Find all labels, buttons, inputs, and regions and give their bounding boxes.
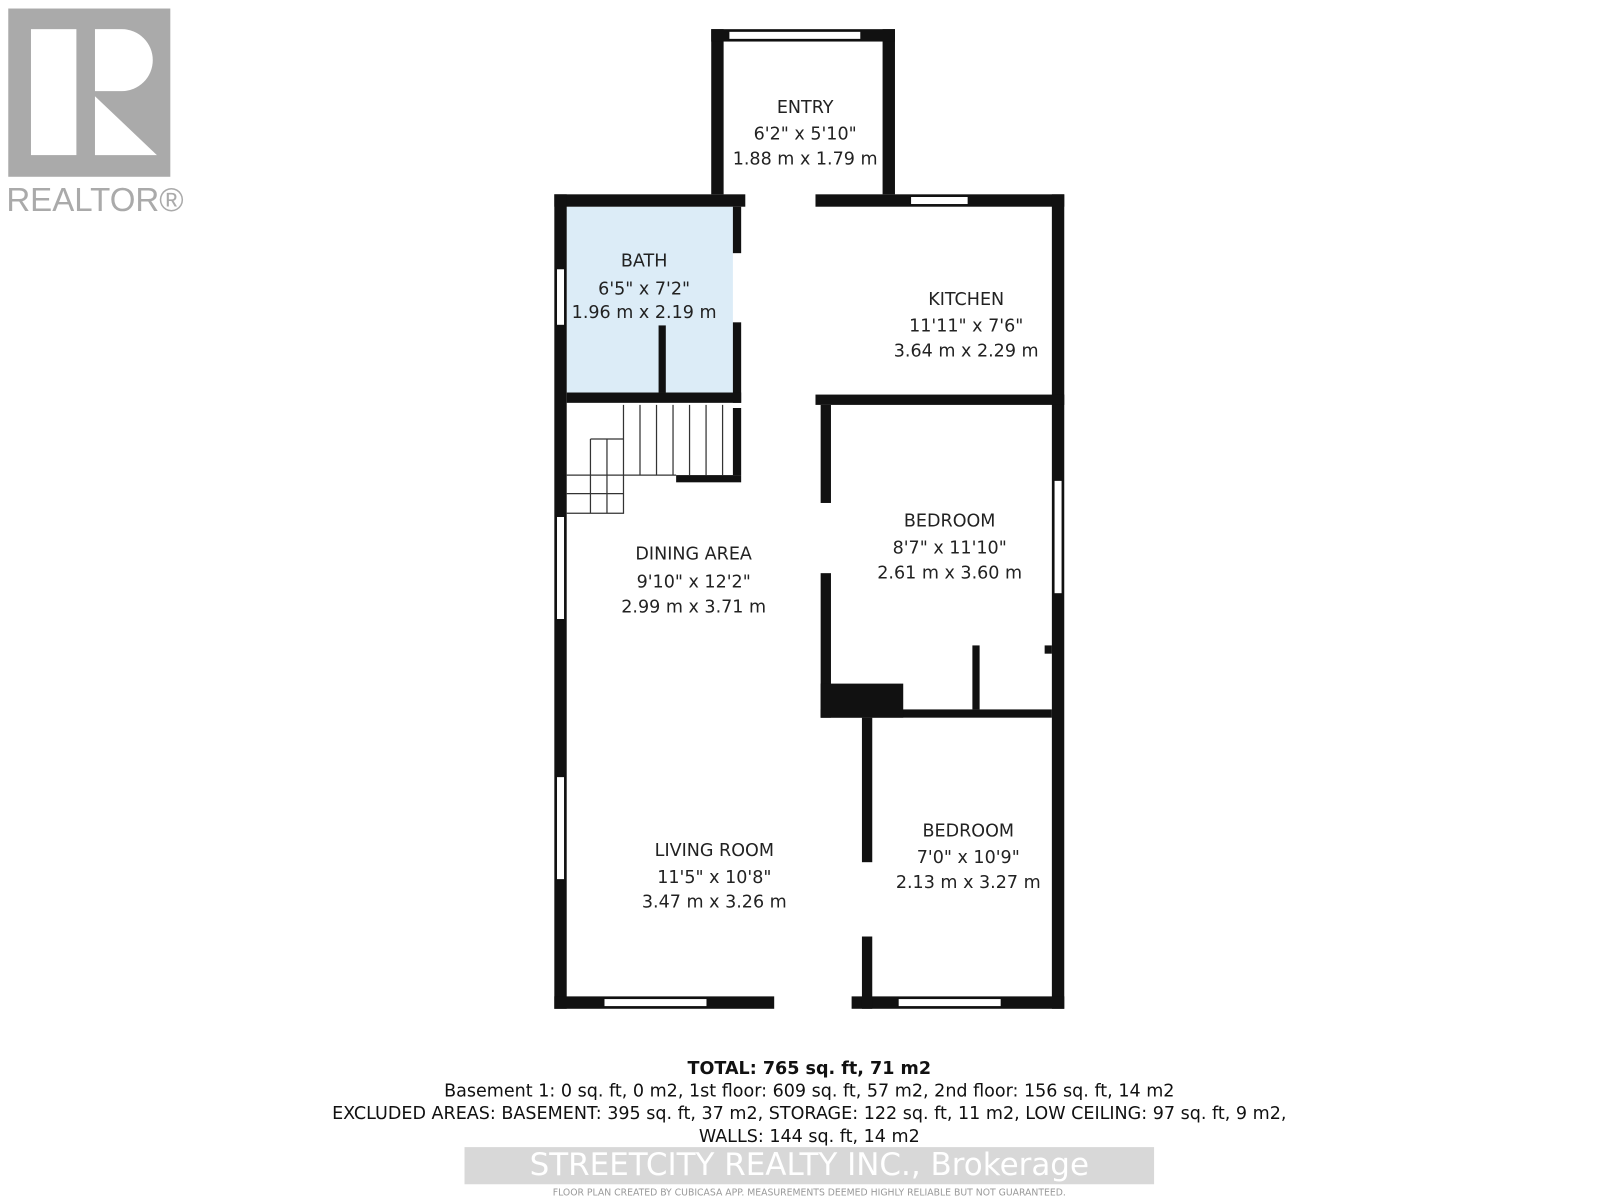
- room-metric: 2.13 m x 3.27 m: [896, 873, 1041, 893]
- stairs: [566, 404, 724, 514]
- room-imperial: 8'7" x 11'10": [893, 539, 1007, 559]
- room-bedroom-2: BEDROOM 7'0" x 10'9" 2.13 m x 3.27 m: [896, 821, 1041, 893]
- brokerage-watermark: STREETCITY REALTY INC., Brokerage: [530, 1147, 1089, 1183]
- room-name: KITCHEN: [928, 290, 1004, 310]
- room-metric: 1.96 m x 2.19 m: [572, 303, 717, 323]
- room-bath: BATH 6'5" x 7'2" 1.96 m x 2.19 m: [572, 252, 717, 324]
- room-metric: 2.61 m x 3.60 m: [877, 563, 1022, 583]
- total-area: TOTAL: 765 sq. ft, 71 m2: [688, 1059, 932, 1079]
- room-imperial: 9'10" x 12'2": [637, 573, 751, 593]
- room-imperial: 11'11" x 7'6": [909, 317, 1023, 337]
- room-name: ENTRY: [777, 98, 834, 118]
- watermark-bg: [464, 1147, 1155, 1185]
- excluded-areas: EXCLUDED AREAS: BASEMENT: 395 sq. ft, 37…: [332, 1104, 1286, 1124]
- realtor-logo-text: REALTOR®: [6, 181, 183, 218]
- walls: [554, 29, 1065, 1009]
- walls-area: WALLS: 144 sq. ft, 14 m2: [699, 1127, 920, 1147]
- bath-fill: [566, 206, 733, 393]
- floor-areas: Basement 1: 0 sq. ft, 0 m2, 1st floor: 6…: [444, 1082, 1174, 1102]
- room-imperial: 6'2" x 5'10": [754, 125, 857, 145]
- room-name: BEDROOM: [923, 821, 1015, 841]
- realtor-logo: REALTOR®: [6, 8, 184, 218]
- room-living-room: LIVING ROOM 11'5" x 10'8" 3.47 m x 3.26 …: [642, 841, 787, 913]
- room-name: BATH: [621, 252, 668, 272]
- room-imperial: 7'0" x 10'9": [917, 848, 1020, 868]
- room-bedroom-1: BEDROOM 8'7" x 11'10" 2.61 m x 3.60 m: [877, 512, 1022, 584]
- room-metric: 3.64 m x 2.29 m: [894, 341, 1039, 361]
- room-name: LIVING ROOM: [655, 841, 774, 861]
- room-metric: 3.47 m x 3.26 m: [642, 893, 787, 913]
- disclaimer: FLOOR PLAN CREATED BY CUBICASA APP. MEAS…: [553, 1188, 1066, 1199]
- room-imperial: 6'5" x 7'2": [598, 279, 690, 299]
- room-metric: 1.88 m x 1.79 m: [733, 149, 878, 169]
- room-entry: ENTRY 6'2" x 5'10" 1.88 m x 1.79 m: [733, 98, 878, 170]
- room-name: BEDROOM: [904, 512, 996, 532]
- room-kitchen: KITCHEN 11'11" x 7'6" 3.64 m x 2.29 m: [894, 290, 1039, 362]
- room-imperial: 11'5" x 10'8": [657, 868, 771, 888]
- room-metric: 2.99 m x 3.71 m: [621, 597, 766, 617]
- room-name: DINING AREA: [635, 545, 751, 565]
- room-dining-area: DINING AREA 9'10" x 12'2" 2.99 m x 3.71 …: [621, 545, 766, 618]
